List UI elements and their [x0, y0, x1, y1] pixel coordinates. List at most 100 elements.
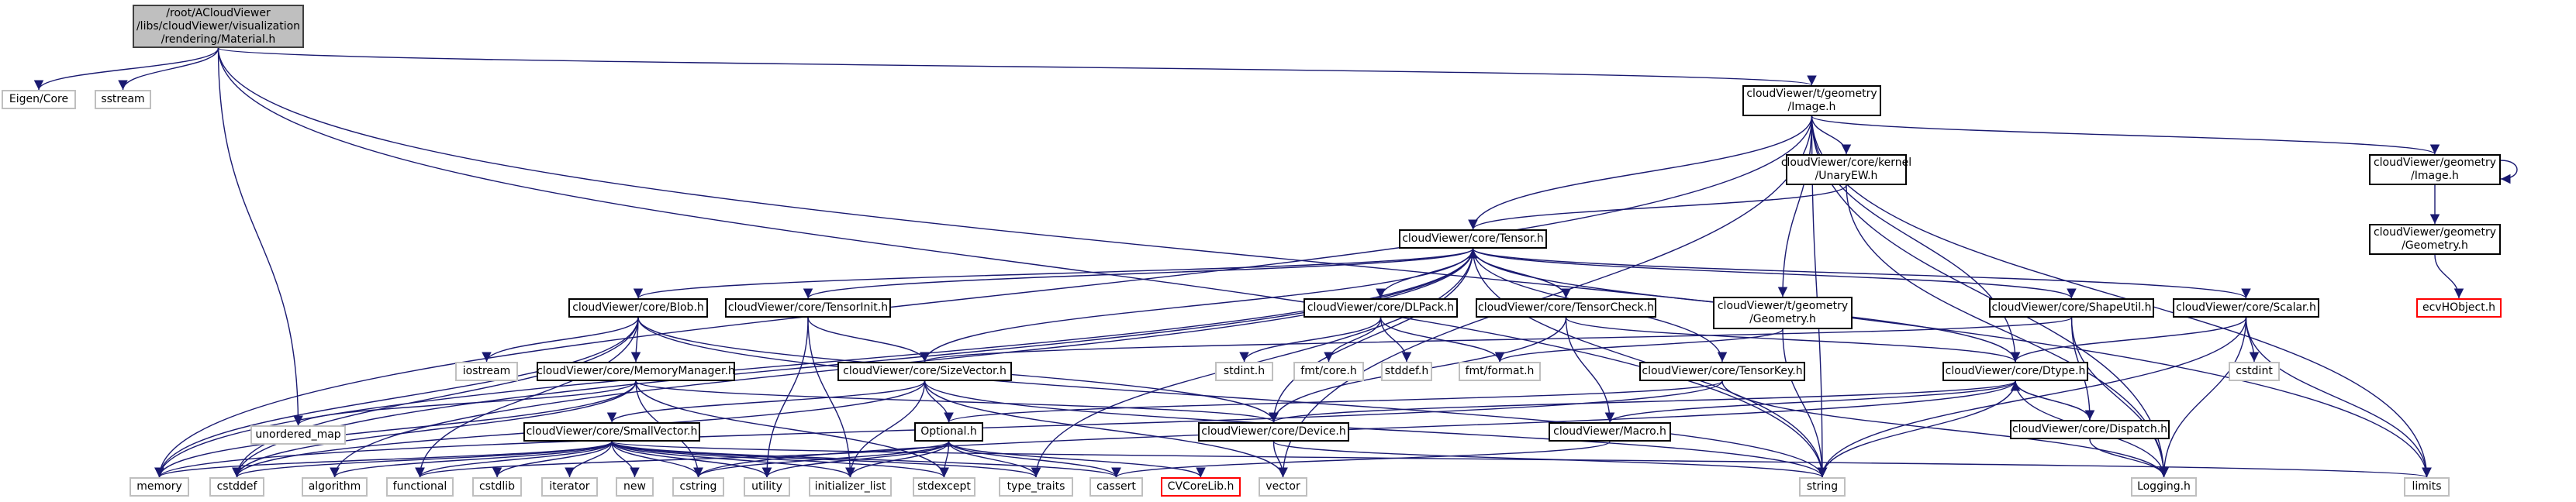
edge-dlpack-to-fmtcore	[1324, 317, 1382, 363]
node-blob-h[interactable]: cloudViewer/core/Blob.h	[568, 298, 708, 318]
edge-scalar-to-limits	[2245, 317, 2432, 478]
edge-ggeometry-to-ecvhobject	[2434, 254, 2464, 299]
edge-dlpack-to-stdint	[1239, 317, 1382, 363]
node-sizevector-h[interactable]: cloudViewer/core/SizeVector.h	[837, 362, 1012, 381]
node-geometry-image-h[interactable]: cloudViewer/geometry /Image.h	[2369, 154, 2501, 185]
edge-sizevector-to-smallvector	[606, 380, 926, 423]
node-tensor-h[interactable]: cloudViewer/core/Tensor.h	[1399, 229, 1547, 249]
node-new: new	[616, 477, 654, 497]
edge-tgeometry-to-fmtformat	[1494, 328, 1784, 363]
edge-smallvector-to-initializer_list	[611, 441, 855, 478]
edge-material-to-timage	[217, 47, 1816, 86]
node-dlpack-h[interactable]: cloudViewer/core/DLPack.h	[1304, 298, 1458, 318]
node-cstddef: cstddef	[209, 477, 264, 497]
node-device-h[interactable]: cloudViewer/core/Device.h	[1198, 422, 1349, 442]
node-geometry-geometry-h[interactable]: cloudViewer/geometry /Geometry.h	[2369, 224, 2501, 255]
edge-smallvector-to-new	[611, 441, 640, 478]
node-utility: utility	[744, 477, 790, 497]
node-type-traits: type_traits	[999, 477, 1073, 497]
edge-timage-to-gimage	[1811, 115, 2440, 155]
node-sstream: sstream	[95, 90, 151, 109]
edge-tensorinit-to-utility	[761, 317, 809, 478]
edge-smallvector-to-cstdlib	[492, 441, 613, 478]
node-ecvhobject-h[interactable]: ecvHObject.h	[2416, 298, 2502, 318]
edge-optional-to-stdexcept	[939, 441, 950, 478]
node-tensorinit-h[interactable]: cloudViewer/core/TensorInit.h	[725, 298, 891, 318]
node-t-geometry-geometry-h[interactable]: cloudViewer/t/geometry /Geometry.h	[1713, 297, 1853, 329]
node-unaryew-h[interactable]: cloudViewer/core/kernel /UnaryEW.h	[1781, 154, 1911, 185]
node-fmt-format-h: fmt/format.h	[1459, 362, 1541, 381]
node-scalar-h[interactable]: cloudViewer/core/Scalar.h	[2173, 298, 2319, 318]
edge-tensor-to-scalar	[1472, 248, 2251, 299]
node-algorithm: algorithm	[302, 477, 368, 497]
edge-gimage-to-gimage	[2500, 160, 2518, 184]
edge-dtype-to-macro	[1604, 380, 2016, 423]
node-cstring: cstring	[672, 477, 724, 497]
edge-dtype-to-device	[1269, 380, 2016, 423]
edge-optional-to-cstring	[693, 441, 950, 478]
edge-memorymanager-to-cstddef	[232, 380, 637, 478]
edge-timage-to-tensor	[1468, 115, 1813, 230]
edge-dispatch-to-dtype	[2010, 380, 2091, 421]
edge-sizevector-to-string	[924, 380, 1828, 478]
edge-tensor-to-shapeutil	[1472, 248, 2077, 299]
edge-optional-to-cassert	[948, 441, 1121, 478]
edge-dtype-to-string	[1817, 380, 2016, 478]
node-memory: memory	[129, 477, 189, 497]
node-cassert: cassert	[1089, 477, 1143, 497]
edge-smallvector-to-cassert	[611, 441, 1121, 478]
edge-memorymanager-to-unordered_map	[293, 380, 637, 426]
edge-timage-to-vector	[1278, 115, 1813, 478]
edge-smallvector-to-stdexcept	[611, 441, 949, 478]
node-optional-h[interactable]: Optional.h	[914, 422, 983, 442]
node-shapeutil-h[interactable]: cloudViewer/core/ShapeUtil.h	[1989, 298, 2154, 318]
edge-tensorkey-to-optional	[944, 380, 1723, 423]
edge-timage-to-unaryew	[1811, 115, 1852, 155]
node-t-geometry-image-h[interactable]: cloudViewer/t/geometry /Image.h	[1742, 85, 1881, 116]
edge-shapeutil-to-sizevector	[920, 317, 2073, 363]
edge-tensorinit-to-sizevector	[807, 317, 930, 363]
edge-timage-to-memory	[154, 115, 1813, 478]
edge-smallvector-to-cstddef	[232, 441, 613, 478]
edge-material-to-sstream	[118, 47, 219, 91]
edge-device-to-string	[1272, 441, 1827, 478]
edge-tensor-to-sizevector	[920, 248, 1474, 363]
edge-smallvector-to-algorithm	[330, 441, 613, 478]
edge-tensor-to-tensorinit	[803, 248, 1474, 299]
node-string: string	[1799, 477, 1846, 497]
node-tensorkey-h[interactable]: cloudViewer/core/TensorKey.h	[1639, 362, 1805, 381]
edge-timage-to-tgeometry	[1777, 115, 1813, 297]
edge-blob-to-cstddef	[232, 317, 639, 478]
edge-smallvector-to-limits	[611, 441, 2431, 478]
edge-material-to-limits	[217, 47, 2432, 478]
node-memorymanager-h[interactable]: cloudViewer/core/MemoryManager.h	[537, 362, 735, 381]
edge-sizevector-to-initializer_list	[845, 380, 926, 478]
node-macro-h[interactable]: cloudViewer/Macro.h	[1549, 422, 1671, 442]
node-initializer-list: initializer_list	[809, 477, 892, 497]
edge-optional-to-initializer_list	[845, 441, 950, 478]
edge-material-to-unordered_map	[217, 47, 303, 426]
edge-tensorcheck-to-dtype	[1565, 317, 2021, 363]
edge-tensor-to-blob	[634, 248, 1474, 299]
node-dtype-h[interactable]: cloudViewer/core/Dtype.h	[1942, 362, 2088, 381]
node-cstdint: cstdint	[2229, 362, 2280, 381]
edge-optional-to-functional	[415, 441, 950, 478]
edge-tensor-to-dlpack	[1376, 248, 1474, 299]
edge-scalar-to-cstdint	[2245, 317, 2260, 363]
edge-material-to-eigen	[33, 47, 219, 91]
edge-scalar-to-dtype	[2010, 317, 2247, 363]
edge-scalar-to-string	[1817, 317, 2247, 478]
node-logging-h: Logging.h	[2131, 477, 2197, 497]
edge-macro-to-cassert	[1111, 441, 1611, 478]
node-iostream: iostream	[455, 362, 518, 381]
node-cstdlib: cstdlib	[472, 477, 522, 497]
node-material-h[interactable]: /root/ACloudViewer /libs/cloudViewer/vis…	[133, 5, 304, 48]
node-smallvector-h[interactable]: cloudViewer/core/SmallVector.h	[523, 422, 700, 442]
node-dispatch-h[interactable]: cloudViewer/core/Dispatch.h	[2010, 420, 2170, 439]
node-functional: functional	[386, 477, 454, 497]
edge-tgeometry-to-string	[1782, 328, 1828, 478]
node-cvcorelib-h[interactable]: CVCoreLib.h	[1161, 477, 1241, 497]
node-tensorcheck-h[interactable]: cloudViewer/core/TensorCheck.h	[1476, 298, 1656, 318]
node-stddef-h: stddef.h	[1381, 362, 1432, 381]
node-limits: limits	[2404, 477, 2450, 497]
